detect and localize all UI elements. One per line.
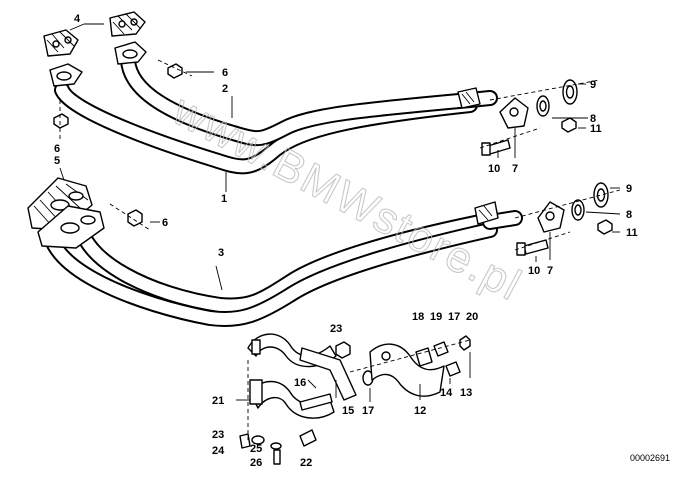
callout-11-lower: 11	[626, 227, 638, 239]
callout-22: 22	[300, 457, 312, 469]
callout-23-lower: 23	[212, 429, 224, 441]
callout-3: 3	[218, 247, 224, 259]
callout-18: 18	[412, 311, 424, 323]
flange-gasket-upper	[43, 11, 147, 87]
callout-1: 1	[221, 193, 227, 205]
rear-flange-upper-hardware	[479, 79, 601, 156]
callout-11-upper: 11	[590, 123, 602, 135]
callout-15: 15	[342, 405, 354, 417]
callout-14: 14	[440, 387, 453, 399]
callout-21: 21	[212, 395, 224, 407]
callout-labels: 4 2 1 3 6 5 6 6 9 8 11 7 10 9 8 11 7 10 …	[54, 13, 638, 469]
callout-23-upper: 23	[330, 323, 342, 335]
callout-8-lower: 8	[626, 209, 632, 221]
callout-7-lower: 7	[547, 265, 553, 277]
callout-20: 20	[466, 311, 478, 323]
nut-upper	[53, 59, 193, 140]
callout-26: 26	[250, 457, 262, 469]
callout-6-lower: 6	[162, 217, 168, 229]
callout-6-upper-right: 6	[222, 67, 228, 79]
callout-2: 2	[222, 83, 228, 95]
callout-19: 19	[430, 311, 442, 323]
bracket-assembly	[239, 333, 471, 465]
flange-gasket-lower	[27, 177, 151, 249]
callout-5: 5	[54, 155, 60, 167]
callout-8-upper: 8	[590, 113, 596, 125]
callout-10-lower: 10	[528, 265, 540, 277]
front-pipe-upper-assembly	[54, 52, 498, 175]
callout-25: 25	[250, 443, 262, 455]
callout-9-upper: 9	[590, 79, 596, 91]
callout-16: 16	[294, 377, 306, 389]
callout-10-upper: 10	[488, 163, 500, 175]
callout-7-upper: 7	[512, 163, 518, 175]
callout-9-lower: 9	[626, 183, 632, 195]
callout-4: 4	[74, 13, 81, 25]
callout-12: 12	[414, 405, 426, 417]
rear-flange-lower-hardware	[514, 182, 621, 256]
callout-17-upper: 17	[448, 311, 460, 323]
front-pipe-lower-assembly	[41, 201, 523, 328]
callout-13: 13	[460, 387, 472, 399]
callout-24: 24	[212, 445, 225, 457]
callout-6-upper-left: 6	[54, 143, 60, 155]
catalog-number: 00002691	[630, 453, 670, 463]
callout-17-lower: 17	[362, 405, 374, 417]
